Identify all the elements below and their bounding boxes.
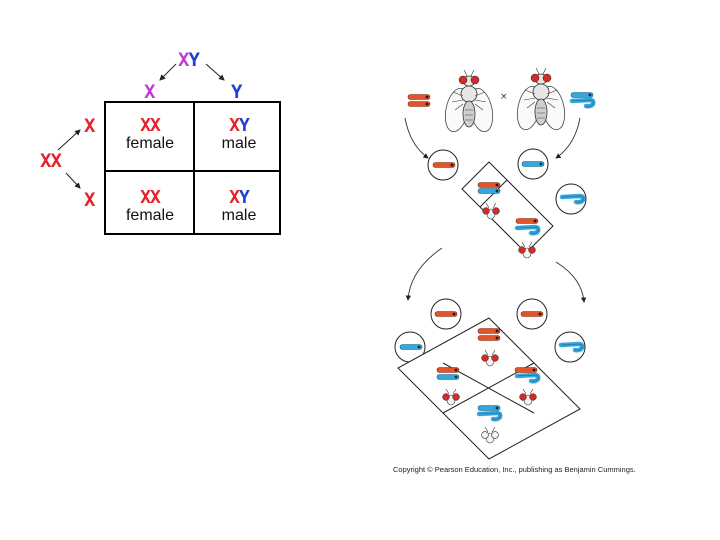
punnett-arrows (57, 63, 225, 189)
arrow-to-x-row-1 (57, 129, 81, 151)
row-header-x-1: X (84, 115, 95, 137)
arrow-f1-male-to-f2 (555, 261, 587, 303)
f1-sperm-gamete-y (555, 183, 587, 215)
female-parent-chromosomes (407, 94, 431, 107)
f2-punnett-diamond (397, 317, 581, 460)
female-parent-fly-icon (441, 69, 497, 135)
male-parent-fly-icon (513, 67, 569, 133)
col-header-x: X (144, 81, 155, 103)
arrow-female-to-gamete (404, 117, 429, 159)
fruit-fly-cross-diagram: × (394, 67, 660, 460)
male-parent-chromosomes (571, 92, 593, 107)
arrow-to-x-row-2 (65, 172, 81, 189)
arrow-male-to-gamete (555, 117, 581, 159)
cell-male-1: XY male (221, 115, 257, 153)
punnett-grid: XX female XY male XX female XY male (104, 101, 281, 235)
copyright-notice: Copyright © Pearson Education, Inc., pub… (393, 465, 636, 474)
arrow-to-x-gamete (159, 63, 177, 81)
female-parent-genotype: XX (40, 150, 62, 172)
male-parent-genotype: XY (178, 49, 200, 71)
f2-bottom-male-fly-icon (481, 426, 499, 444)
arrow-f1-female-to-f2 (405, 247, 443, 301)
cross-symbol: × (500, 92, 508, 102)
f2-sperm-gamete-y (554, 331, 586, 363)
f1-punnett-diamond (461, 161, 554, 259)
col-header-y: Y (231, 81, 242, 103)
cell-male-2: XY male (221, 187, 257, 225)
cell-female-2: XX female (125, 187, 175, 225)
row-header-x-2: X (84, 189, 95, 211)
cell-female-1: XX female (125, 115, 175, 153)
arrow-to-y-gamete (205, 63, 225, 81)
